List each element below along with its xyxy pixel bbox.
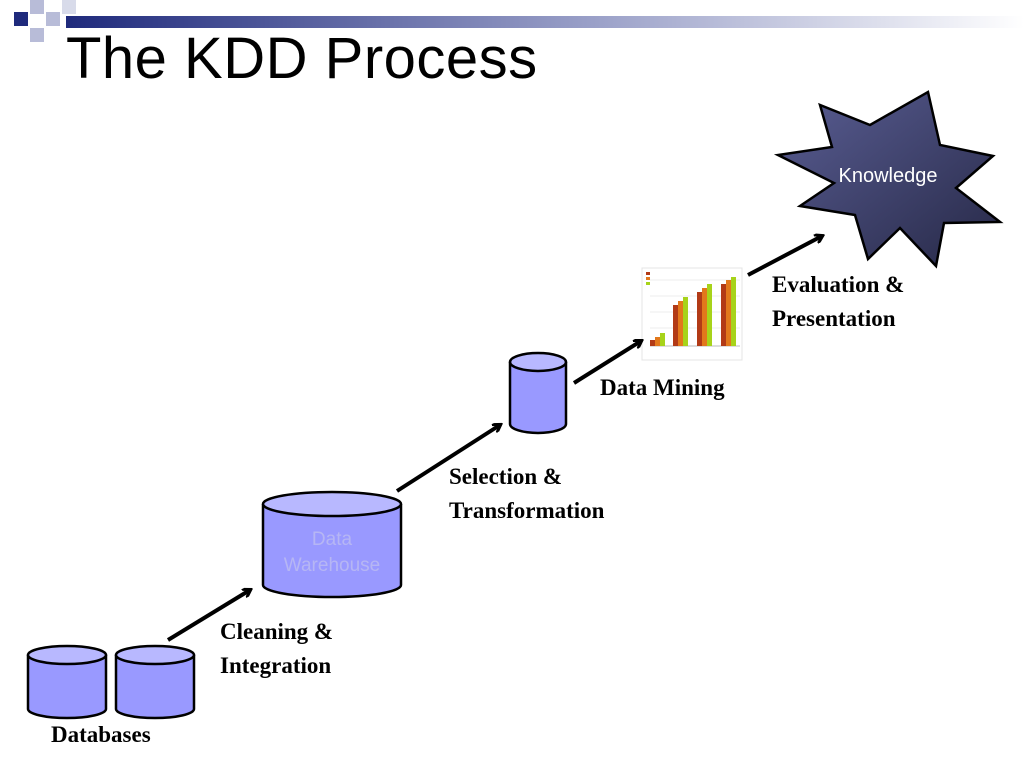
database-cylinder-2 xyxy=(114,644,196,720)
database-cylinder-1 xyxy=(26,644,108,720)
step-label-line: Evaluation & xyxy=(772,272,905,297)
arrow-mining xyxy=(572,341,641,385)
arrow-cleaning xyxy=(166,590,250,642)
header-square xyxy=(46,12,60,26)
knowledge-label: Knowledge xyxy=(839,165,938,187)
header-square xyxy=(30,28,44,42)
step-label-line: Integration xyxy=(220,653,332,678)
arrow-evaluation xyxy=(747,236,822,277)
selected-data-cylinder xyxy=(508,351,568,435)
step-label-evaluation: Evaluation & Presentation xyxy=(772,268,904,336)
header-square xyxy=(14,12,28,26)
header-gradient-bar xyxy=(66,16,1024,28)
warehouse-label-line1: Data xyxy=(312,529,353,550)
step-label-line: Cleaning & xyxy=(220,619,334,644)
step-label-selection: Selection & Transformation xyxy=(449,460,604,528)
header-square xyxy=(30,0,44,14)
step-label-line: Selection & xyxy=(449,464,563,489)
header-square xyxy=(62,0,76,14)
step-label-mining: Data Mining xyxy=(600,371,725,405)
warehouse-label-line2: Warehouse xyxy=(284,555,380,576)
step-label-line: Transformation xyxy=(449,498,605,523)
databases-label: Databases xyxy=(51,722,151,747)
knowledge-starburst: Knowledge xyxy=(773,90,1004,269)
step-label-line: Presentation xyxy=(772,306,896,331)
patterns-chart-thumbnail xyxy=(641,267,743,361)
data-warehouse-cylinder: Data Warehouse xyxy=(261,490,403,599)
header-decoration xyxy=(14,0,1024,42)
step-label-cleaning: Cleaning & Integration xyxy=(220,615,333,683)
step-label-line: Data Mining xyxy=(600,375,725,400)
arrow-selection xyxy=(395,425,500,493)
slide-title: The KDD Process xyxy=(66,26,538,91)
